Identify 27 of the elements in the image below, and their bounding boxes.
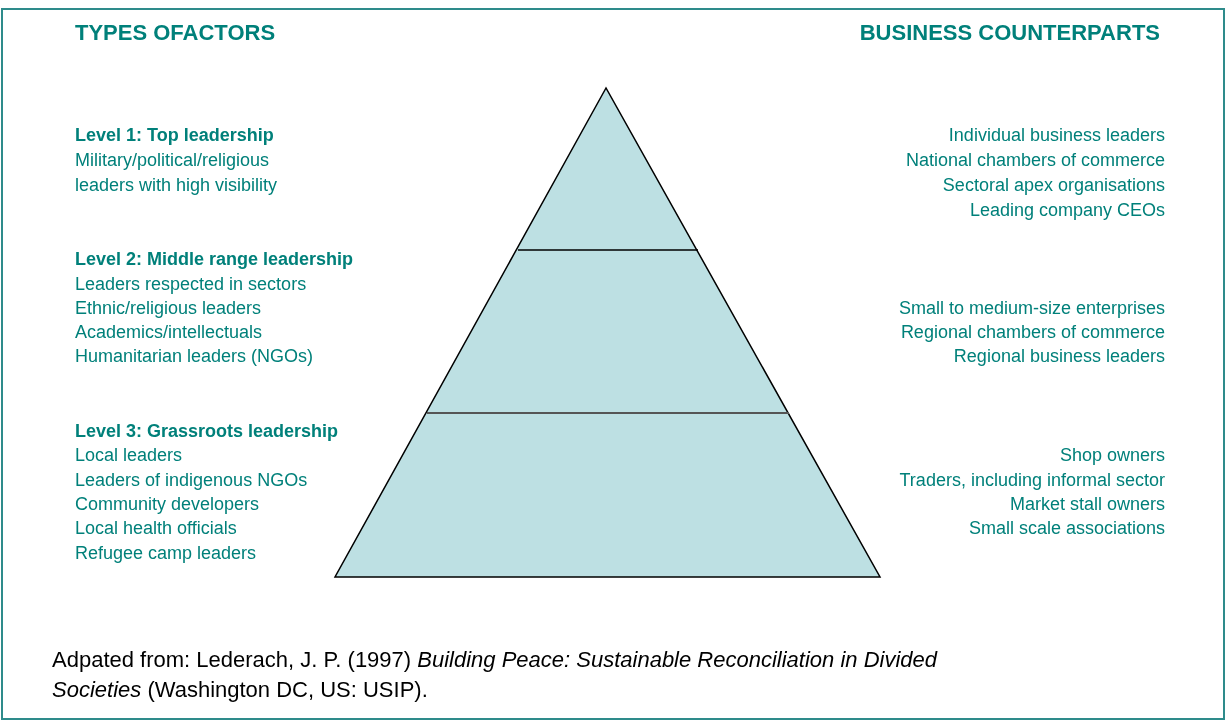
counterpart-item: Leading company CEOs [969, 199, 1165, 222]
counterpart-item: Market stall owners [1009, 493, 1165, 516]
counterpart-item: Traders, including informal sector [899, 469, 1165, 492]
list-item: Academics/intellectuals [75, 321, 263, 344]
counterpart-item: Small scale associations [968, 517, 1165, 540]
counterpart-item: Regional business leaders [953, 345, 1165, 368]
list-item: Leaders of indigenous NGOs [75, 469, 308, 492]
list-item: Refugee camp leaders [75, 542, 257, 565]
list-item: Leaders respected in sectors [75, 273, 307, 296]
level-heading: Level 2: Middle range leadership [75, 248, 354, 271]
list-item: Ethnic/religious leaders [75, 297, 262, 320]
description-text: Military/political/religious leaders with high visibility [75, 149, 279, 197]
list-item: Local leaders [75, 444, 183, 467]
counterpart-item: Small to medium-size enterprises [898, 297, 1165, 320]
level-heading: Level 1: Top leadership [75, 124, 274, 147]
column-heading: TYPES OFACTORS [75, 21, 276, 46]
level-heading: Level 3: Grassroots leadership [75, 420, 339, 443]
counterpart-item: National chambers of commerce [905, 149, 1165, 172]
counterpart-item: Sectoral apex organisations [942, 174, 1165, 197]
list-item: Humanitarian leaders (NGOs) [75, 345, 314, 368]
source-caption: Adpated from: Lederach, J. P. (1997) Building Peace: Sustainable Reconciliation in Divided Societies (Washington DC, US: USIP). [52, 646, 939, 704]
list-item: Local health officials [75, 517, 237, 540]
column-heading: BUSINESS COUNTERPARTS [859, 21, 1160, 46]
counterpart-item: Shop owners [1059, 444, 1165, 467]
counterpart-item: Individual business leaders [948, 124, 1165, 147]
list-item: Community developers [75, 493, 260, 516]
counterpart-item: Regional chambers of commerce [900, 321, 1165, 344]
